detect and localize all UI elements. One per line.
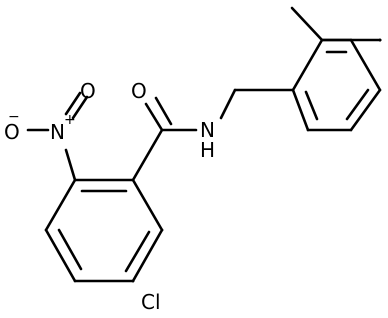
amide-group: O N H xyxy=(131,79,237,182)
bond-inner xyxy=(57,228,83,271)
bond xyxy=(291,88,310,132)
bond xyxy=(44,228,77,283)
bond xyxy=(291,38,324,92)
atom-h-amide: H xyxy=(200,138,215,162)
bond xyxy=(219,88,237,120)
bond xyxy=(44,178,77,232)
bond xyxy=(64,148,77,182)
bond xyxy=(131,128,164,182)
charge-o-minus: − xyxy=(8,109,20,125)
bond xyxy=(349,38,382,92)
aromatic-ring-left xyxy=(44,178,164,283)
bond xyxy=(71,95,89,120)
bond xyxy=(131,228,164,283)
nitro-group: N + O − O xyxy=(4,79,96,182)
bond-methyl xyxy=(290,6,324,42)
bond xyxy=(349,88,382,132)
atom-n-amide: N xyxy=(200,118,215,142)
bond xyxy=(64,91,82,116)
atom-o-left: O xyxy=(4,120,20,144)
charge-n-plus: + xyxy=(64,112,76,128)
atom-o-top: O xyxy=(80,79,96,103)
bond-inner xyxy=(345,88,370,121)
aromatic-ring-right xyxy=(233,6,382,132)
bond-inner xyxy=(304,90,319,121)
bond xyxy=(144,102,164,132)
bond-inner xyxy=(124,230,151,273)
atom-o-carbonyl: O xyxy=(131,79,147,103)
atom-n-nitro: N xyxy=(50,120,65,144)
atom-cl: Cl xyxy=(141,290,161,314)
chloro-group: Cl xyxy=(131,228,164,314)
bond xyxy=(131,178,164,232)
bond xyxy=(154,96,173,126)
